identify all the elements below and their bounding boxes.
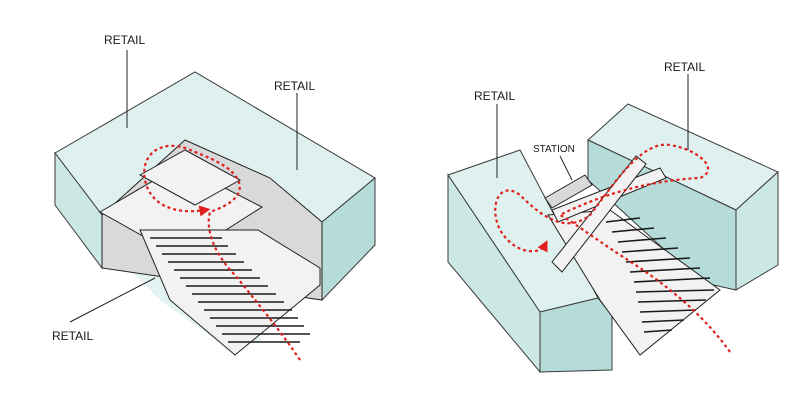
right-floor-stripes: [605, 217, 715, 333]
right-label-retail-right: RETAIL: [664, 60, 705, 74]
left-diagram: RETAIL RETAIL RETAIL: [52, 33, 376, 361]
left-label-retail-right: RETAIL: [274, 79, 315, 93]
left-label-retail-top: RETAIL: [104, 33, 145, 47]
right-label-retail-left: RETAIL: [474, 89, 515, 103]
left-stair-stripes: [150, 237, 310, 343]
right-flow-path: [494, 143, 731, 353]
right-leader-station: [559, 155, 573, 181]
right-left-mass-side: [539, 297, 613, 373]
left-upper-plate: [138, 149, 242, 206]
left-label-retail-bottom: RETAIL: [52, 329, 93, 343]
right-diagram: RETAIL RETAIL STATION: [447, 60, 779, 374]
right-escalator-c: [544, 174, 593, 209]
left-leader-bottom: [69, 277, 156, 323]
right-label-station: STATION: [533, 144, 575, 155]
